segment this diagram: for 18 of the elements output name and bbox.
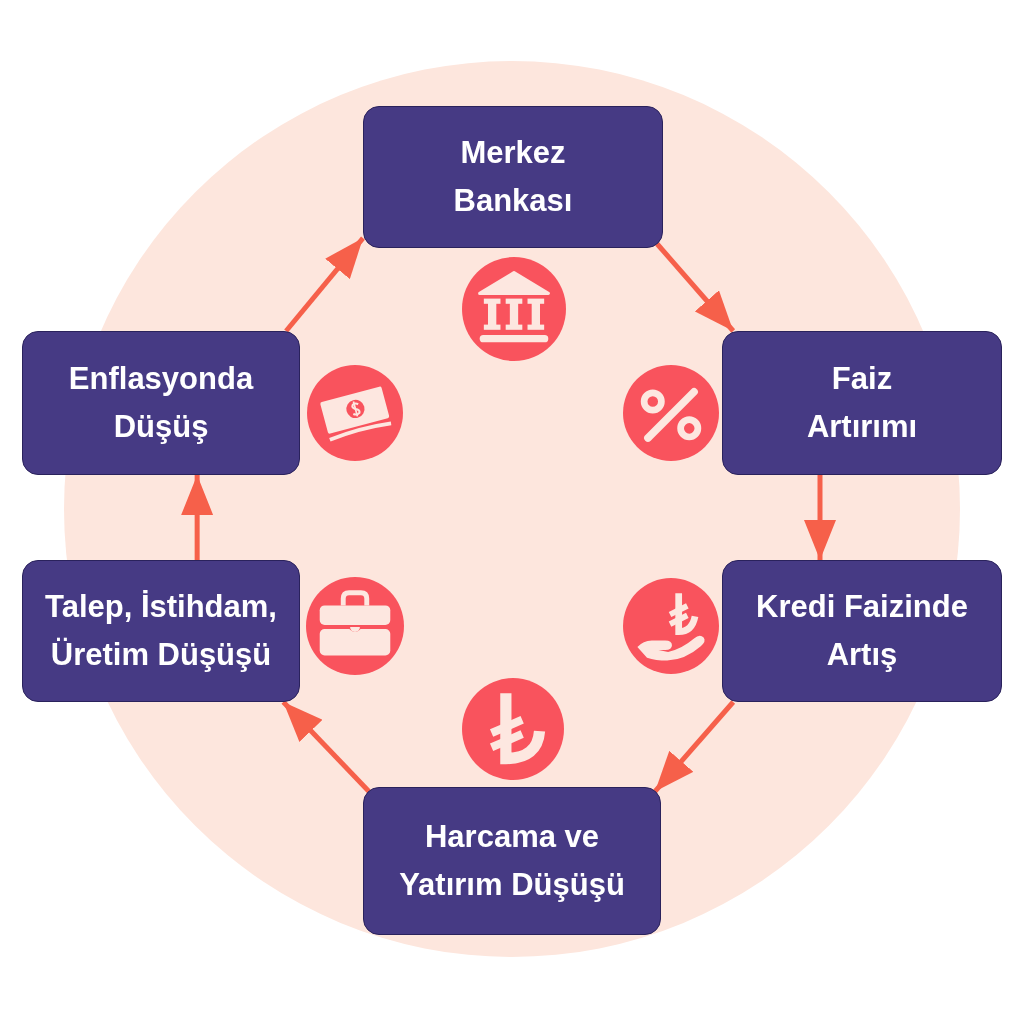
step-label: Faiz Artırımı <box>805 360 919 446</box>
step-label: Harcama ve Yatırım Düşüşü <box>398 818 626 904</box>
step-label: Talep, İstihdam, Üretim Düşüşü <box>44 588 278 674</box>
arrow <box>804 475 836 560</box>
step-label: Merkez Bankası <box>452 134 574 220</box>
step-label: Enflasyonda Düşüş <box>67 360 255 446</box>
step-label: Kredi Faizinde Artış <box>755 588 969 674</box>
process-box <box>22 560 300 702</box>
arrow <box>653 700 736 794</box>
process-box <box>722 331 1002 475</box>
process-box <box>22 331 300 475</box>
arrow <box>281 700 371 794</box>
process-box <box>363 106 663 248</box>
process-box <box>722 560 1002 702</box>
process-box <box>363 787 661 935</box>
arrow <box>655 242 736 333</box>
arrow <box>181 475 214 560</box>
arrow <box>284 236 365 333</box>
